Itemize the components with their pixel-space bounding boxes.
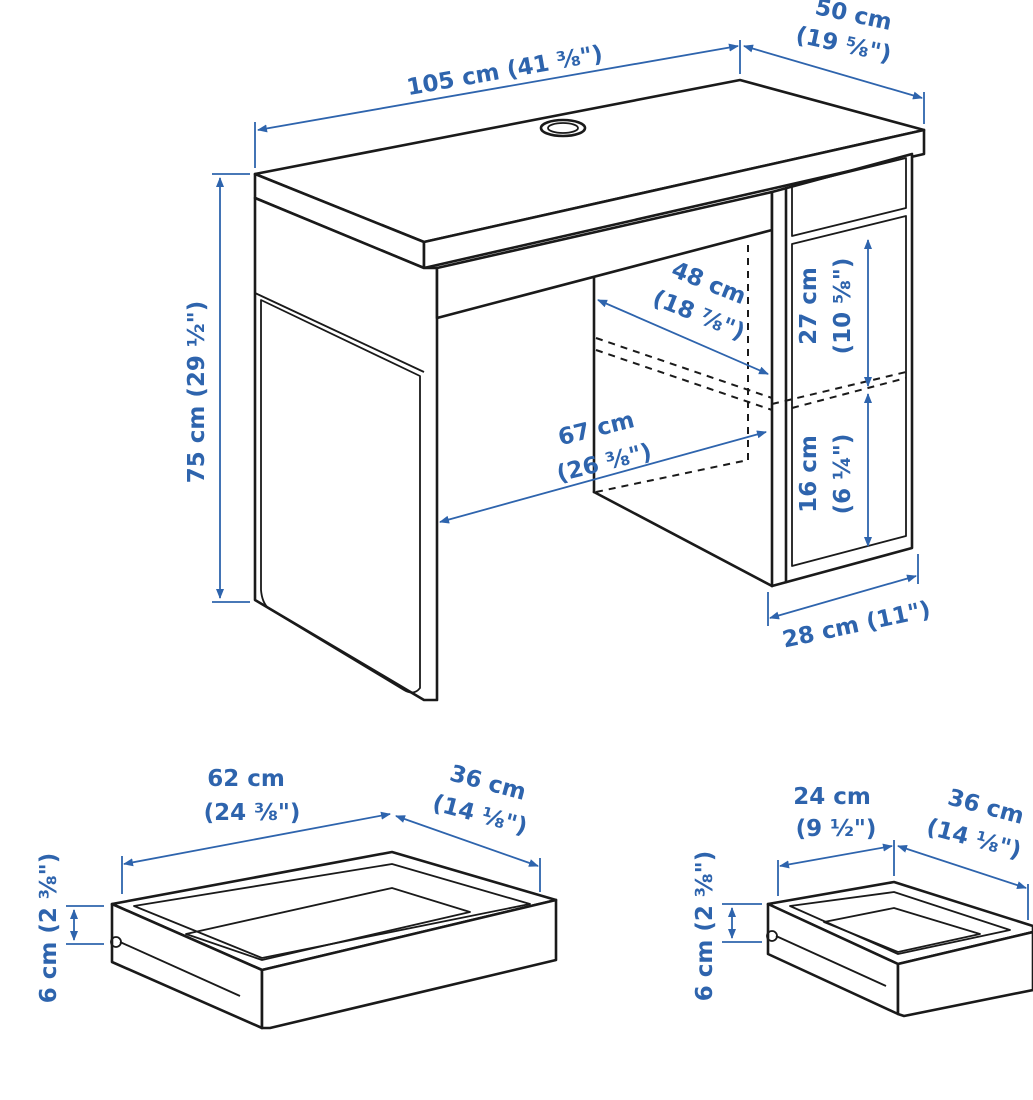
desk-drawing bbox=[253, 78, 926, 702]
shelf-line-1 bbox=[595, 337, 773, 399]
cabinet-top-drawer bbox=[791, 157, 907, 237]
cabinet-compartment bbox=[791, 215, 907, 567]
small-drawer-floor bbox=[823, 907, 981, 953]
upper-comp-imperial: (10 ⅝") bbox=[830, 258, 856, 355]
left-leg-divider bbox=[254, 292, 425, 373]
small-drawer-rail bbox=[775, 935, 887, 987]
large-drawer-front bbox=[260, 898, 558, 1030]
right-cabinet-front bbox=[770, 152, 914, 588]
large-drawer-height-label: 6 cm (2 ⅜") bbox=[36, 853, 62, 1003]
small-drawer-width-imperial: (9 ½") bbox=[796, 816, 877, 842]
lower-comp-imperial: (6 ¼") bbox=[830, 434, 856, 515]
cabinet-shelf bbox=[791, 377, 907, 409]
large-drawer-inner-rim bbox=[133, 863, 531, 959]
desk-width-label: 105 cm (41 ⅜") bbox=[405, 41, 605, 101]
desk-right-edge bbox=[422, 128, 926, 270]
small-drawer-height-label: 6 cm (2 ⅜") bbox=[692, 851, 718, 1001]
lower-comp-metric: 16 cm bbox=[796, 435, 822, 513]
shelf-back-line bbox=[771, 371, 907, 405]
left-leg-frame bbox=[260, 299, 421, 694]
left-leg-panel bbox=[253, 196, 439, 702]
shelf-line-2 bbox=[595, 349, 773, 411]
large-drawer-width-metric: 62 cm bbox=[207, 766, 285, 792]
large-drawer-drawing bbox=[110, 850, 558, 1030]
large-drawer-floor bbox=[185, 887, 471, 961]
cabinet-bottom-edge bbox=[592, 490, 774, 588]
upper-comp-metric: 27 cm bbox=[796, 267, 822, 345]
desk-height-label: 75 cm (29 ½") bbox=[184, 301, 210, 483]
large-drawer-rail bbox=[119, 941, 241, 997]
small-drawer-drawing bbox=[766, 880, 1033, 1018]
large-drawer-width-imperial: (24 ⅜") bbox=[204, 800, 301, 826]
cabinet-width-label: 28 cm (11") bbox=[780, 597, 933, 654]
small-drawer-width-metric: 24 cm bbox=[793, 784, 871, 810]
small-drawer-front bbox=[896, 930, 1033, 1018]
